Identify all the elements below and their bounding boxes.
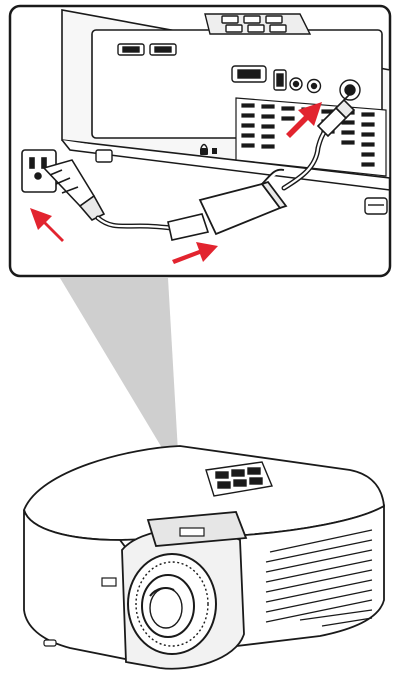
arrow-cord-to-adapter — [172, 242, 218, 264]
security-lock-icon — [200, 143, 217, 155]
zoom-beam — [60, 278, 178, 458]
port-panel — [117, 43, 361, 101]
arrow-dc-to-projector — [286, 102, 322, 138]
adapter-input-connector — [167, 213, 210, 241]
top-keypad — [204, 13, 312, 35]
detail-panel — [8, 4, 392, 278]
ac-power-plug — [42, 159, 106, 221]
rear-vent-grille — [235, 97, 387, 177]
projector-rear-feet — [95, 149, 388, 215]
front-ir-window — [101, 577, 117, 587]
dc-plug — [316, 93, 356, 138]
side-vents — [265, 529, 373, 627]
projector-overview — [23, 445, 385, 670]
arrow-plug-to-outlet — [30, 208, 64, 242]
power-adapter — [198, 168, 288, 236]
projector-keypad — [205, 461, 273, 497]
wall-outlet — [21, 149, 57, 193]
projector-side — [219, 504, 385, 650]
projector-foot-left — [43, 639, 57, 647]
